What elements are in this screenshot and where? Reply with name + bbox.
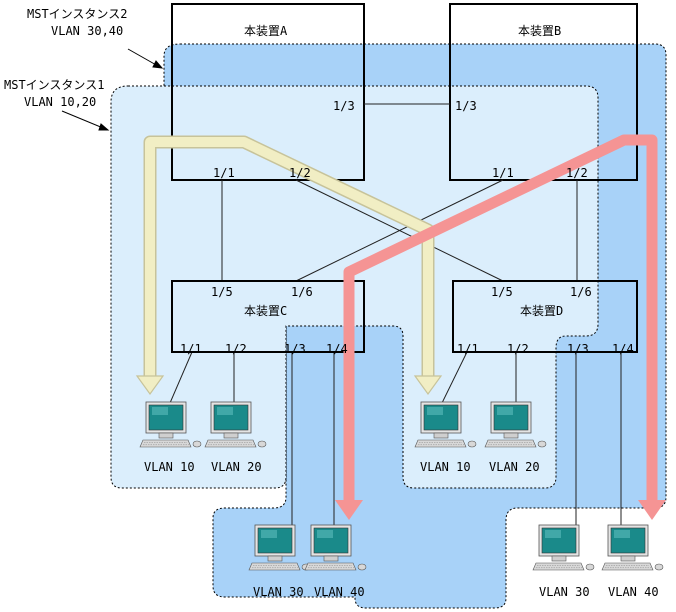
terminal-d-vlan20-label: VLAN 20 [489, 460, 540, 474]
desktop-computer-icon [601, 524, 664, 571]
device-c-port-11: 1/1 [180, 342, 202, 356]
device-a-port-13: 1/3 [333, 99, 355, 113]
device-c-port-15: 1/5 [211, 285, 233, 299]
terminal-c-vlan30-label: VLAN 30 [253, 585, 304, 599]
mst1-name-label: MSTインスタンス1 [4, 78, 104, 92]
network-links [169, 103, 622, 525]
device-d-port-15: 1/5 [491, 285, 513, 299]
terminal-c-vlan10-label: VLAN 10 [144, 460, 195, 474]
terminal-c-vlan40-label: VLAN 40 [314, 585, 365, 599]
device-c-port-14: 1/4 [326, 342, 348, 356]
terminal-c-vlan20-label: VLAN 20 [211, 460, 262, 474]
device-a-port-12: 1/2 [289, 166, 311, 180]
device-a-port-11: 1/1 [213, 166, 235, 180]
device-b-name: 本装置B [518, 24, 561, 38]
terminal-d-vlan30-label: VLAN 30 [539, 585, 590, 599]
device-c-port-13: 1/3 [284, 342, 306, 356]
device-d-port-11: 1/1 [457, 342, 479, 356]
terminal-d-vlan40-label: VLAN 40 [608, 585, 659, 599]
device-d-port-13: 1/3 [567, 342, 589, 356]
mst2-name-label: MSTインスタンス2 [27, 7, 127, 21]
device-d-port-16: 1/6 [570, 285, 592, 299]
device-d-port-12: 1/2 [507, 342, 529, 356]
mst1-vlans-label: VLAN 10,20 [24, 95, 96, 109]
device-b-port-11: 1/1 [492, 166, 514, 180]
mst2-vlans-label: VLAN 30,40 [51, 24, 123, 38]
device-c-box [171, 280, 365, 353]
device-d-box [452, 280, 638, 353]
device-a-name: 本装置A [244, 24, 288, 38]
device-b-port-13: 1/3 [455, 99, 477, 113]
device-a-box [171, 3, 365, 181]
terminal-d-vlan10-label: VLAN 10 [420, 460, 471, 474]
device-b-port-12: 1/2 [566, 166, 588, 180]
device-d-name: 本装置D [520, 304, 563, 318]
desktop-computer-icon [532, 524, 595, 571]
device-c-port-16: 1/6 [291, 285, 313, 299]
device-c-port-12: 1/2 [225, 342, 247, 356]
annotation-arrows [61, 48, 164, 131]
device-d-port-14: 1/4 [612, 342, 634, 356]
mst-instance-1-path [135, 135, 443, 396]
device-c-name: 本装置C [244, 304, 287, 318]
mst-instance-2-path [335, 134, 666, 520]
